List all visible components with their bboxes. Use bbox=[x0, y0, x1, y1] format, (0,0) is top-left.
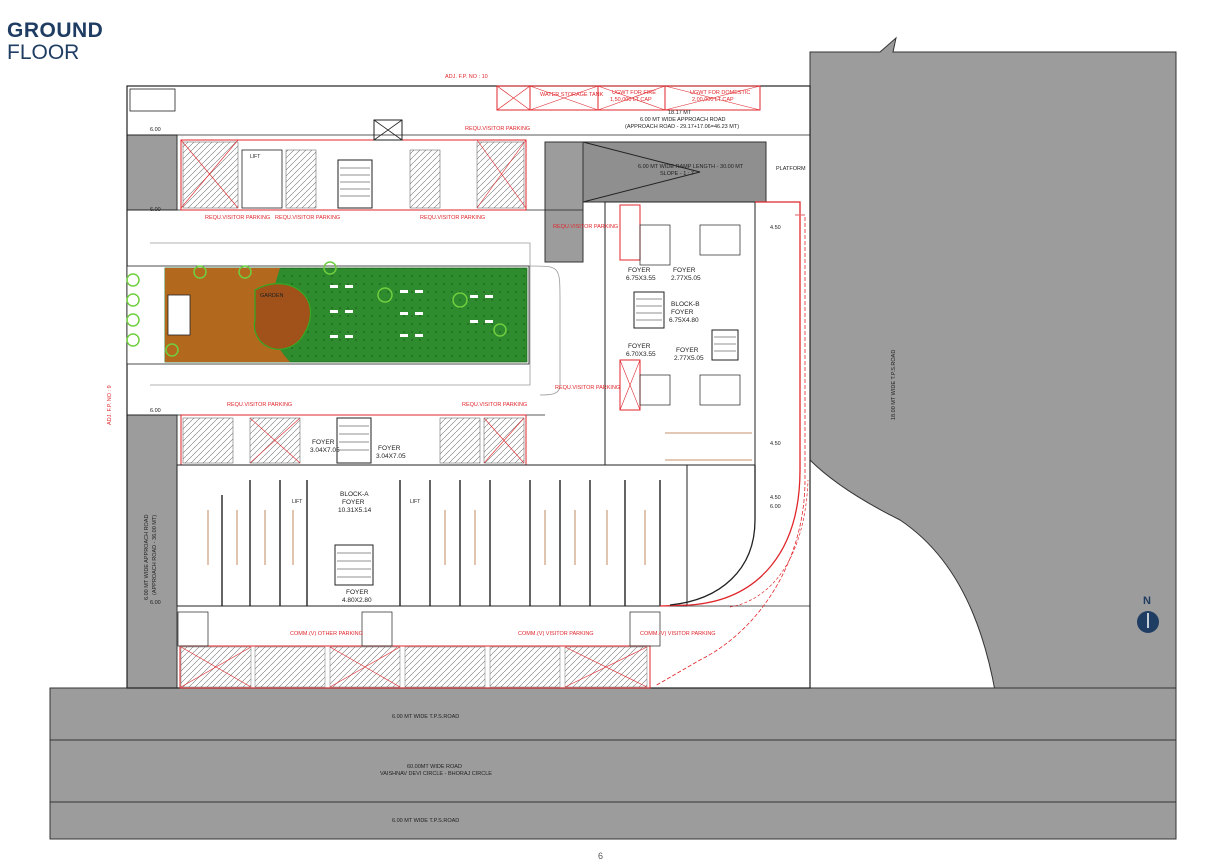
bottom-road-1-label: 6.00 MT WIDE T.P.S.ROAD bbox=[392, 714, 459, 720]
ramp-slope: SLOPE - 1 : 7 bbox=[660, 171, 694, 177]
visitor-parking-6: REQU.VISITOR PARKING bbox=[227, 402, 292, 408]
platform-label: PLATFORM bbox=[776, 166, 806, 172]
dim-600-5: 6.00 bbox=[770, 504, 781, 510]
foyer-a-3: FOYER bbox=[346, 589, 369, 596]
upper-parking bbox=[180, 139, 527, 211]
visitor-parking-3: REQU.VISITOR PARKING bbox=[275, 215, 340, 221]
comm-visitor-parking-2: COMM.(V) VISITOR PARKING bbox=[640, 631, 716, 637]
left-road bbox=[126, 414, 178, 689]
ramp bbox=[582, 141, 767, 203]
ramp-label: 6.00 MT WIDE RAMP LENGTH - 30.00 MT bbox=[638, 164, 744, 170]
comm-visitor-parking-1: COMM.(V) VISITOR PARKING bbox=[518, 631, 594, 637]
foyer-b-4-dim: 2.77X5.05 bbox=[674, 355, 704, 362]
title-line1: GROUND bbox=[7, 19, 104, 42]
ugwt-domestic-cap: 2,00,000 LT CAP bbox=[692, 97, 734, 103]
foyer-b-3: FOYER bbox=[628, 343, 651, 350]
bottom-road-2-sub: VAISHNAV DEVI CIRCLE - BHORAJ CIRCLE bbox=[380, 771, 492, 777]
dim-450-3: 4.50 bbox=[770, 495, 781, 501]
adj-top-label: ADJ. F.P. NO : 10 bbox=[445, 74, 488, 80]
ugwt-domestic-label: UGWT FOR DOMESTIC bbox=[690, 90, 750, 96]
ramp-connector bbox=[544, 141, 584, 263]
foyer-a-1: FOYER bbox=[312, 439, 335, 446]
water-tank-label: WATER STORAGE TANK bbox=[540, 92, 604, 98]
foyer-b-3-dim: 6.70X3.55 bbox=[626, 351, 656, 358]
foyer-b-2: FOYER bbox=[673, 267, 696, 274]
foyer-b-1-dim: 6.75X3.55 bbox=[626, 275, 656, 282]
page-number: 6 bbox=[598, 851, 604, 861]
lift-label-2: LIFT bbox=[292, 499, 302, 505]
left-strip-top bbox=[126, 134, 178, 211]
bottom-road-2-label: 60.00MT WIDE ROAD bbox=[407, 764, 462, 770]
dim-600-1: 6.00 bbox=[150, 127, 161, 133]
visitor-parking-1: REQU.VISITOR PARKING bbox=[465, 126, 530, 132]
adj-left-label: ADJ. F.P. NO : 9 bbox=[107, 385, 113, 425]
visitor-parking-4: REQU.VISITOR PARKING bbox=[420, 215, 485, 221]
bottom-road-3 bbox=[49, 801, 1177, 840]
block-a-dim: 10.31X5.14 bbox=[338, 507, 372, 514]
foyer-b-4: FOYER bbox=[676, 347, 699, 354]
visitor-parking-7: REQU.VISITOR PARKING bbox=[462, 402, 527, 408]
foyer-a-2-dim: 3.04X7.05 bbox=[376, 453, 406, 460]
right-road-label: 18.00 MT WIDE T.P.S.ROAD bbox=[891, 350, 897, 420]
block-a-label: BLOCK-A bbox=[340, 491, 369, 498]
bottom-road-1 bbox=[49, 687, 1177, 741]
block-b-dim: 6.75X4.80 bbox=[669, 317, 699, 324]
bottom-road-3-label: 6.00 MT WIDE T.P.S.ROAD bbox=[392, 818, 459, 824]
ugwt-fire-label: UGWT FOR FIRE bbox=[612, 90, 656, 96]
lift-label-3: LIFT bbox=[410, 499, 420, 505]
block-b-foyer: FOYER bbox=[671, 309, 694, 316]
comm-other-parking: COMM.(V) OTHER PARKING bbox=[290, 631, 363, 637]
foyer-b-2-dim: 2.77X5.05 bbox=[671, 275, 701, 282]
plan-title: GROUND FLOOR bbox=[7, 20, 103, 64]
left-road-label: 6.00 MT WIDE APPROACH ROAD bbox=[144, 514, 150, 600]
dim-600-2: 6.00 bbox=[150, 207, 161, 213]
dim-450-1: 4.50 bbox=[770, 225, 781, 231]
dim-1817: 18.17 MT bbox=[668, 110, 692, 116]
lift-label-1: LIFT bbox=[250, 154, 260, 160]
block-a-foyer: FOYER bbox=[342, 499, 365, 506]
left-road-sub: (APPROACH ROAD - 36.00 MT) bbox=[152, 515, 158, 595]
bottom-parking bbox=[179, 645, 651, 689]
water-tank bbox=[496, 85, 761, 111]
foyer-b-1: FOYER bbox=[628, 267, 651, 274]
approach-road-label: 6.00 MT WIDE APPROACH ROAD bbox=[640, 117, 726, 123]
block-b bbox=[604, 201, 756, 466]
north-arrow: N bbox=[1137, 595, 1159, 633]
visitor-parking-2: REQU.VISITOR PARKING bbox=[205, 215, 270, 221]
visitor-parking-5: REQU.VISITOR PARKING bbox=[553, 224, 618, 230]
north-label: N bbox=[1143, 595, 1151, 607]
right-road bbox=[809, 36, 1177, 791]
dim-600-4: 6.00 bbox=[150, 600, 161, 606]
bottom-road-2 bbox=[49, 739, 1177, 803]
block-a bbox=[176, 464, 688, 607]
foyer-a-2: FOYER bbox=[378, 445, 401, 452]
block-b-label: BLOCK-B bbox=[671, 301, 700, 308]
dim-600-3: 6.00 bbox=[150, 408, 161, 414]
approach-road-sub: (APPROACH ROAD - 29.17+17.06=46.23 MT) bbox=[625, 124, 739, 130]
dim-450-2: 4.50 bbox=[770, 441, 781, 447]
foyer-a-1-dim: 3.04X7.05 bbox=[310, 447, 340, 454]
title-line2: FLOOR bbox=[7, 41, 80, 64]
visitor-parking-8: REQU.VISITOR PARKING bbox=[555, 385, 620, 391]
garden-label: GARDEN bbox=[260, 293, 284, 299]
foyer-a-3-dim: 4.80X2.80 bbox=[342, 597, 372, 604]
ugwt-fire-cap: 1,50,000 LT CAP bbox=[610, 97, 652, 103]
